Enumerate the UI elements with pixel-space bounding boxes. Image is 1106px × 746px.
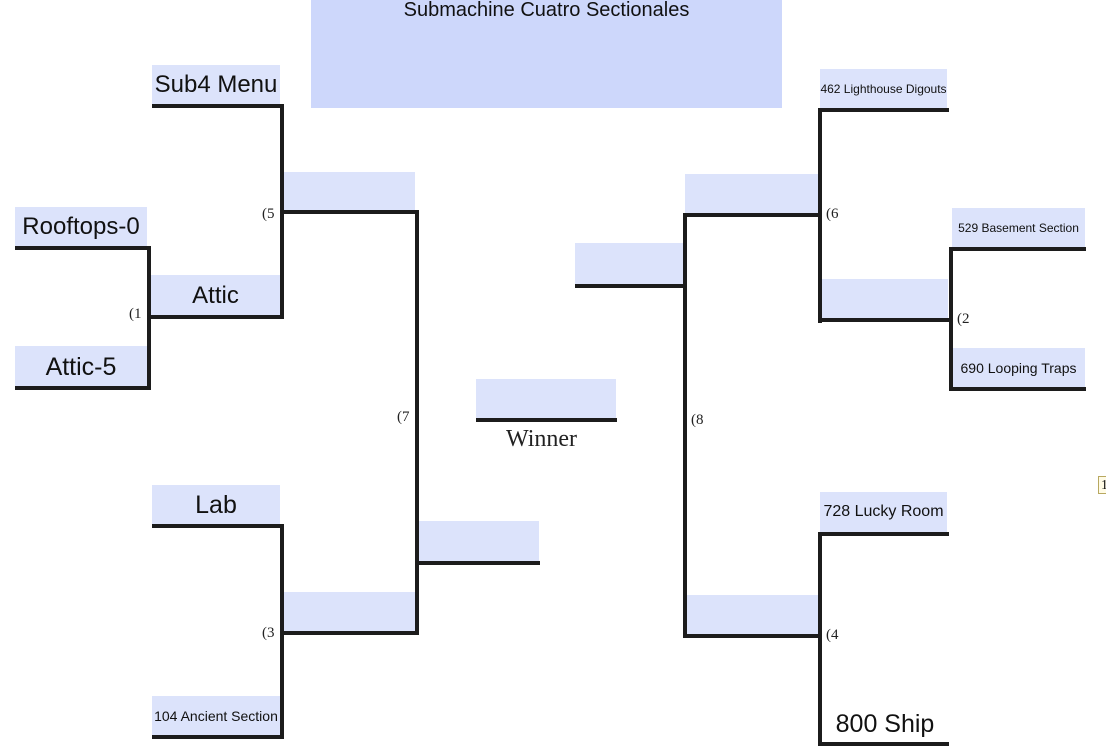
winner-slot xyxy=(476,379,616,419)
team-name: Lab xyxy=(195,490,237,519)
bracket-line xyxy=(15,246,151,250)
team-slot-attic: Attic xyxy=(151,275,280,316)
bracket-line xyxy=(280,631,419,635)
team-slot-empty xyxy=(419,521,539,562)
bracket-line xyxy=(818,108,949,112)
team-name: Attic-5 xyxy=(45,352,117,381)
team-slot-empty xyxy=(687,595,818,634)
team-slot-empty xyxy=(685,174,818,213)
seed-label: (4 xyxy=(826,627,839,643)
bracket-line xyxy=(415,210,419,635)
team-slot-empty xyxy=(822,279,948,319)
team-name: 529 Basement Section xyxy=(958,221,1079,235)
team-name: 728 Lucky Room xyxy=(823,503,944,520)
winner-label: Winner xyxy=(506,426,578,452)
seed-label: (1 xyxy=(129,306,142,322)
edge-tag: 1 xyxy=(1098,476,1106,494)
team-name: 690 Looping Traps xyxy=(960,360,1077,376)
bracket-line xyxy=(476,418,617,422)
seed-label: (8 xyxy=(691,412,704,428)
bracket-line xyxy=(683,634,822,638)
bracket-line xyxy=(818,318,953,322)
bracket-line xyxy=(415,561,540,565)
team-slot-empty xyxy=(575,243,683,284)
bracket-line xyxy=(818,532,949,536)
bracket-line xyxy=(949,247,953,391)
team-slot-looping-traps: 690 Looping Traps xyxy=(952,348,1085,388)
bracket-line xyxy=(152,524,284,528)
team-name: Sub4 Menu xyxy=(154,71,278,98)
bracket-line xyxy=(152,104,284,108)
bracket-line xyxy=(575,284,687,288)
seed-label: (5 xyxy=(262,206,275,222)
bracket-line xyxy=(280,210,419,214)
seed-label: (2 xyxy=(957,311,970,327)
bracket-line xyxy=(152,735,284,739)
bracket-line xyxy=(818,532,822,746)
bracket-title: Submachine Cuatro Sectionales xyxy=(311,0,782,108)
bracket-line xyxy=(949,247,1086,251)
team-slot-sub4-menu: Sub4 Menu xyxy=(152,65,280,105)
team-slot-ancient-section: 104 Ancient Section xyxy=(152,696,280,735)
team-name: 462 Lighthouse Digouts xyxy=(820,82,947,96)
team-slot-basement-section: 529 Basement Section xyxy=(952,208,1085,248)
team-slot-empty xyxy=(284,172,415,210)
bracket-line xyxy=(147,315,284,319)
team-name: 104 Ancient Section xyxy=(154,707,278,724)
team-slot-rooftops: Rooftops-0 xyxy=(15,207,147,247)
bracket-line xyxy=(818,108,822,323)
bracket-line xyxy=(683,213,822,217)
bracket-line xyxy=(949,387,1086,391)
team-slot-lab: Lab xyxy=(152,485,280,525)
bracket-line xyxy=(15,386,151,390)
bracket-title-text: Submachine Cuatro Sectionales xyxy=(403,0,690,21)
team-slot-lighthouse-digouts: 462 Lighthouse Digouts xyxy=(820,69,947,109)
seed-label: (3 xyxy=(262,625,275,641)
team-name: Attic xyxy=(192,281,239,309)
team-slot-empty xyxy=(284,592,415,631)
seed-label: (7 xyxy=(397,409,410,425)
seed-label: (6 xyxy=(826,206,839,222)
team-slot-ship: 800 Ship xyxy=(822,704,948,744)
team-slot-lucky-room: 728 Lucky Room xyxy=(820,492,947,532)
team-name: Rooftops-0 xyxy=(22,213,140,240)
bracket-line xyxy=(818,742,949,746)
bracket-line xyxy=(683,213,687,638)
team-slot-attic-5: Attic-5 xyxy=(15,346,147,388)
team-name: 800 Ship xyxy=(835,709,935,738)
